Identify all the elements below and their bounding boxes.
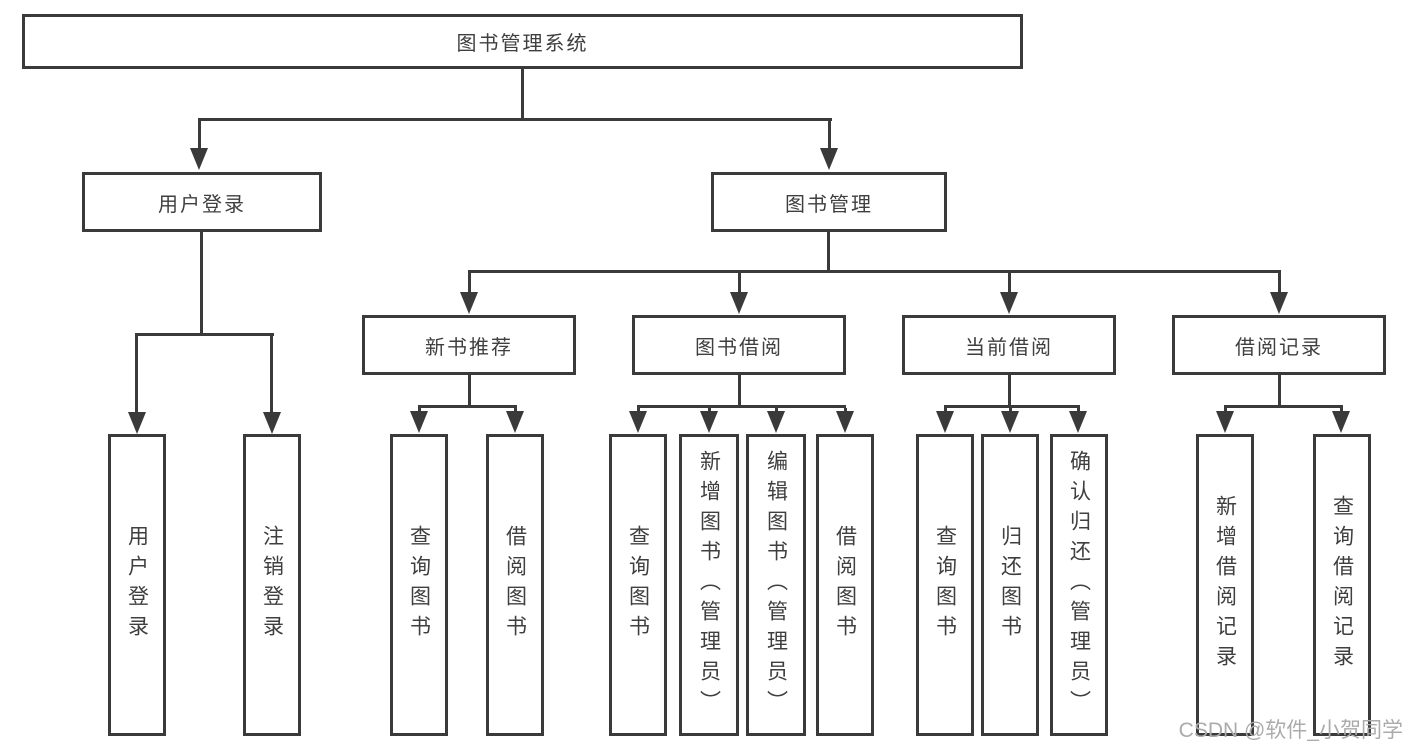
arrowhead-borrow-leaf1 <box>629 411 647 433</box>
connector-stem-recommend-leaf1 <box>418 408 421 412</box>
connector-stem-records <box>1278 273 1281 292</box>
connector-stem-book-management <box>828 121 831 148</box>
node-book-borrow-label: 图书借阅 <box>695 336 783 359</box>
connector-mgmt-stub <box>827 232 830 272</box>
leaf-current-query-books-label: 查询图书 <box>933 525 957 645</box>
connector-stem-records-leaf1 <box>1224 408 1227 412</box>
node-new-book-recommend-label: 新书推荐 <box>425 336 513 359</box>
leaf-borrow-borrow-books: 借阅图书 <box>816 434 874 736</box>
node-borrow-records-label: 借阅记录 <box>1235 336 1323 359</box>
connector-stem-recommend <box>468 273 471 292</box>
connector-stem-borrow <box>738 273 741 292</box>
leaf-borrow-add-books-admin-label: 新增图书（管理员） <box>697 450 721 720</box>
arrowhead-current-leaf1 <box>936 411 954 433</box>
connector-records-branch <box>1224 405 1343 408</box>
leaf-current-return-books: 归还图书 <box>981 434 1039 736</box>
node-book-borrow: 图书借阅 <box>632 315 846 375</box>
connector-stem-current-leaf3 <box>1077 408 1080 412</box>
leaf-recommend-borrow-books-label: 借阅图书 <box>503 525 527 645</box>
connector-stem-recommend-leaf2 <box>514 408 517 412</box>
leaf-records-query-borrow-record: 查询借阅记录 <box>1313 434 1371 736</box>
node-new-book-recommend: 新书推荐 <box>362 315 576 375</box>
connector-root-stub <box>521 69 524 120</box>
leaf-current-confirm-return-admin-label: 确认归还（管理员） <box>1067 450 1091 720</box>
connector-borrow-stub <box>738 375 741 407</box>
connector-recommend-branch <box>418 405 517 408</box>
leaf-borrow-add-books-admin: 新增图书（管理员） <box>679 434 739 736</box>
connector-stem-current-leaf2 <box>1009 408 1012 412</box>
leaf-recommend-query-books: 查询图书 <box>390 434 448 736</box>
arrowhead-borrow-leaf2 <box>700 411 718 433</box>
node-book-management-label: 图书管理 <box>785 193 873 216</box>
node-borrow-records: 借阅记录 <box>1172 315 1386 375</box>
connector-stem-login-leaf2 <box>270 336 273 412</box>
node-user-login-label: 用户登录 <box>158 193 246 216</box>
leaf-user-login: 用户登录 <box>108 434 166 736</box>
leaf-borrow-query-books: 查询图书 <box>609 434 667 736</box>
connector-borrow-branch <box>637 405 846 408</box>
leaf-borrow-borrow-books-label: 借阅图书 <box>833 525 857 645</box>
arrowhead-recommend-leaf1 <box>410 411 428 433</box>
arrowhead-recommend <box>460 292 478 314</box>
arrowhead-book-management <box>820 148 838 170</box>
leaf-records-add-borrow-record: 新增借阅记录 <box>1196 434 1254 736</box>
leaf-logout-label: 注销登录 <box>260 525 284 645</box>
connector-stem-records-leaf2 <box>1340 408 1343 412</box>
connector-stem-current <box>1008 273 1011 292</box>
connector-login-stub <box>200 232 203 335</box>
node-current-borrow: 当前借阅 <box>902 315 1116 375</box>
connector-login-branch <box>135 333 274 336</box>
connector-records-stub <box>1278 375 1281 407</box>
leaf-borrow-query-books-label: 查询图书 <box>626 525 650 645</box>
connector-current-stub <box>1008 375 1011 407</box>
leaf-current-return-books-label: 归还图书 <box>998 525 1022 645</box>
connector-root-branch <box>198 118 832 121</box>
arrowhead-borrow-leaf4 <box>836 411 854 433</box>
arrowhead-records-leaf2 <box>1332 411 1350 433</box>
node-user-login: 用户登录 <box>82 172 322 232</box>
connector-stem-borrow-leaf1 <box>637 408 640 412</box>
arrowhead-current-leaf3 <box>1069 411 1087 433</box>
arrowhead-records <box>1270 292 1288 314</box>
csdn-watermark: CSDN @软件_小贺同学 <box>1178 719 1403 742</box>
connector-mgmt-branch <box>468 270 1281 273</box>
arrowhead-borrow-leaf3 <box>767 411 785 433</box>
arrowhead-login-leaf1 <box>128 412 146 434</box>
connector-stem-login-leaf1 <box>135 336 138 412</box>
connector-stem-borrow-leaf2 <box>708 408 711 412</box>
arrowhead-user-login <box>190 148 208 170</box>
leaf-recommend-borrow-books: 借阅图书 <box>486 434 544 736</box>
arrowhead-login-leaf2 <box>263 412 281 434</box>
leaf-recommend-query-books-label: 查询图书 <box>407 525 431 645</box>
node-root-label: 图书管理系统 <box>456 33 589 55</box>
connector-current-branch <box>944 405 1080 408</box>
node-current-borrow-label: 当前借阅 <box>965 336 1053 359</box>
leaf-current-confirm-return-admin: 确认归还（管理员） <box>1050 434 1108 736</box>
connector-stem-user-login <box>198 121 201 148</box>
leaf-borrow-edit-books-admin: 编辑图书（管理员） <box>746 434 806 736</box>
leaf-borrow-edit-books-admin-label: 编辑图书（管理员） <box>764 450 788 720</box>
arrowhead-borrow <box>730 292 748 314</box>
arrowhead-records-leaf1 <box>1216 411 1234 433</box>
leaf-user-login-label: 用户登录 <box>125 525 149 645</box>
connector-recommend-stub <box>468 375 471 407</box>
connector-stem-current-leaf1 <box>944 408 947 412</box>
node-root: 图书管理系统 <box>22 14 1023 69</box>
connector-stem-borrow-leaf3 <box>775 408 778 412</box>
connector-stem-borrow-leaf4 <box>844 408 847 412</box>
arrowhead-recommend-leaf2 <box>506 411 524 433</box>
leaf-records-add-borrow-record-label: 新增借阅记录 <box>1213 495 1237 675</box>
leaf-current-query-books: 查询图书 <box>916 434 974 736</box>
leaf-records-query-borrow-record-label: 查询借阅记录 <box>1330 495 1354 675</box>
arrowhead-current <box>1000 292 1018 314</box>
node-book-management: 图书管理 <box>711 172 947 232</box>
arrowhead-current-leaf2 <box>1001 411 1019 433</box>
leaf-logout: 注销登录 <box>243 434 301 736</box>
